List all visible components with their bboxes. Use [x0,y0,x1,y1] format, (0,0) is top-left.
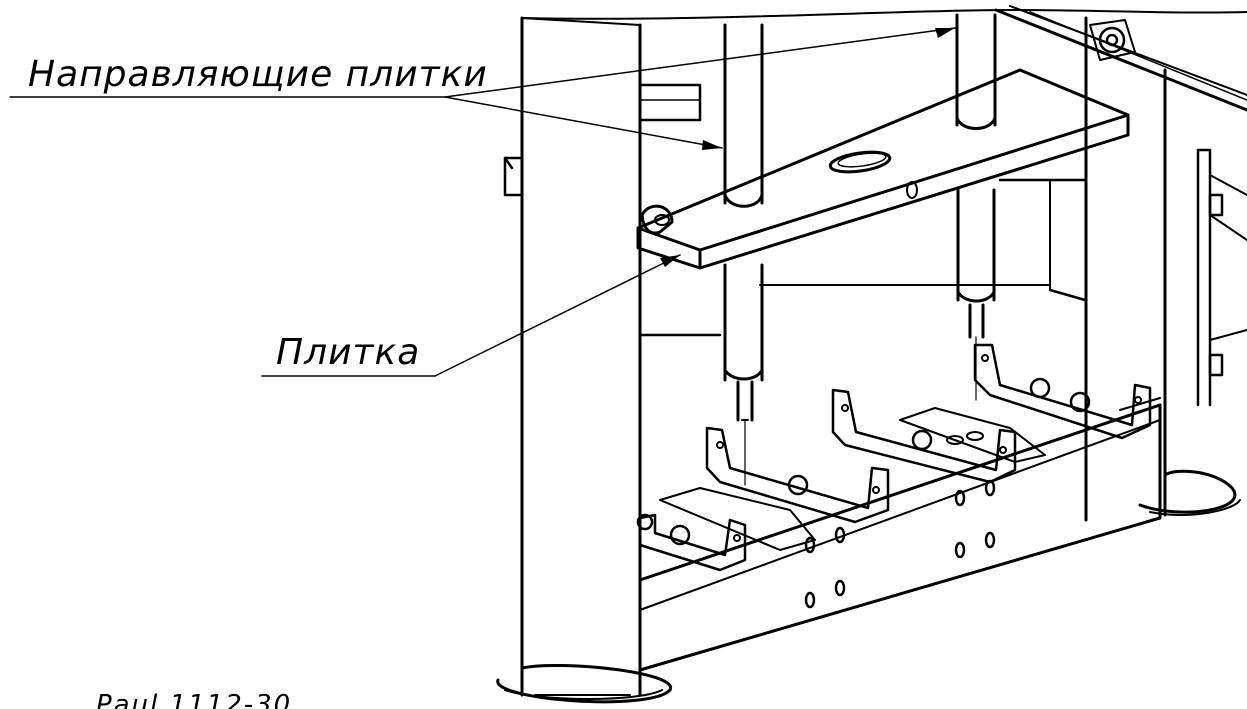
left-bracket [503,156,522,197]
arrowhead-icon [702,140,722,150]
rear-crossbar [638,83,1087,337]
arrowhead-icon [660,255,680,267]
arrowhead-icon [935,28,955,38]
guide-rod-right [955,13,997,401]
pulley [1089,19,1136,61]
beam-holes [804,479,996,609]
tile-plate [636,68,1130,270]
callout-guide-tiles: Направляющие плитки [9,27,956,150]
bottom-caption: Paul 1112-30 [96,690,293,709]
bracket-center-left [705,426,890,524]
bracket-center [831,388,1046,484]
tile-label: Плитка [276,332,420,373]
callout-tile: Плитка [261,254,681,377]
left-column [496,16,672,704]
bracket-right [973,343,1152,440]
top-frame [521,5,1247,112]
guide-tiles-label: Направляющие плитки [28,54,488,95]
guide-rod-left [723,23,764,486]
right-side-plate [1196,148,1247,407]
right-column [1084,16,1241,522]
front-beam [638,397,1162,672]
bracket-front-left [636,487,816,572]
